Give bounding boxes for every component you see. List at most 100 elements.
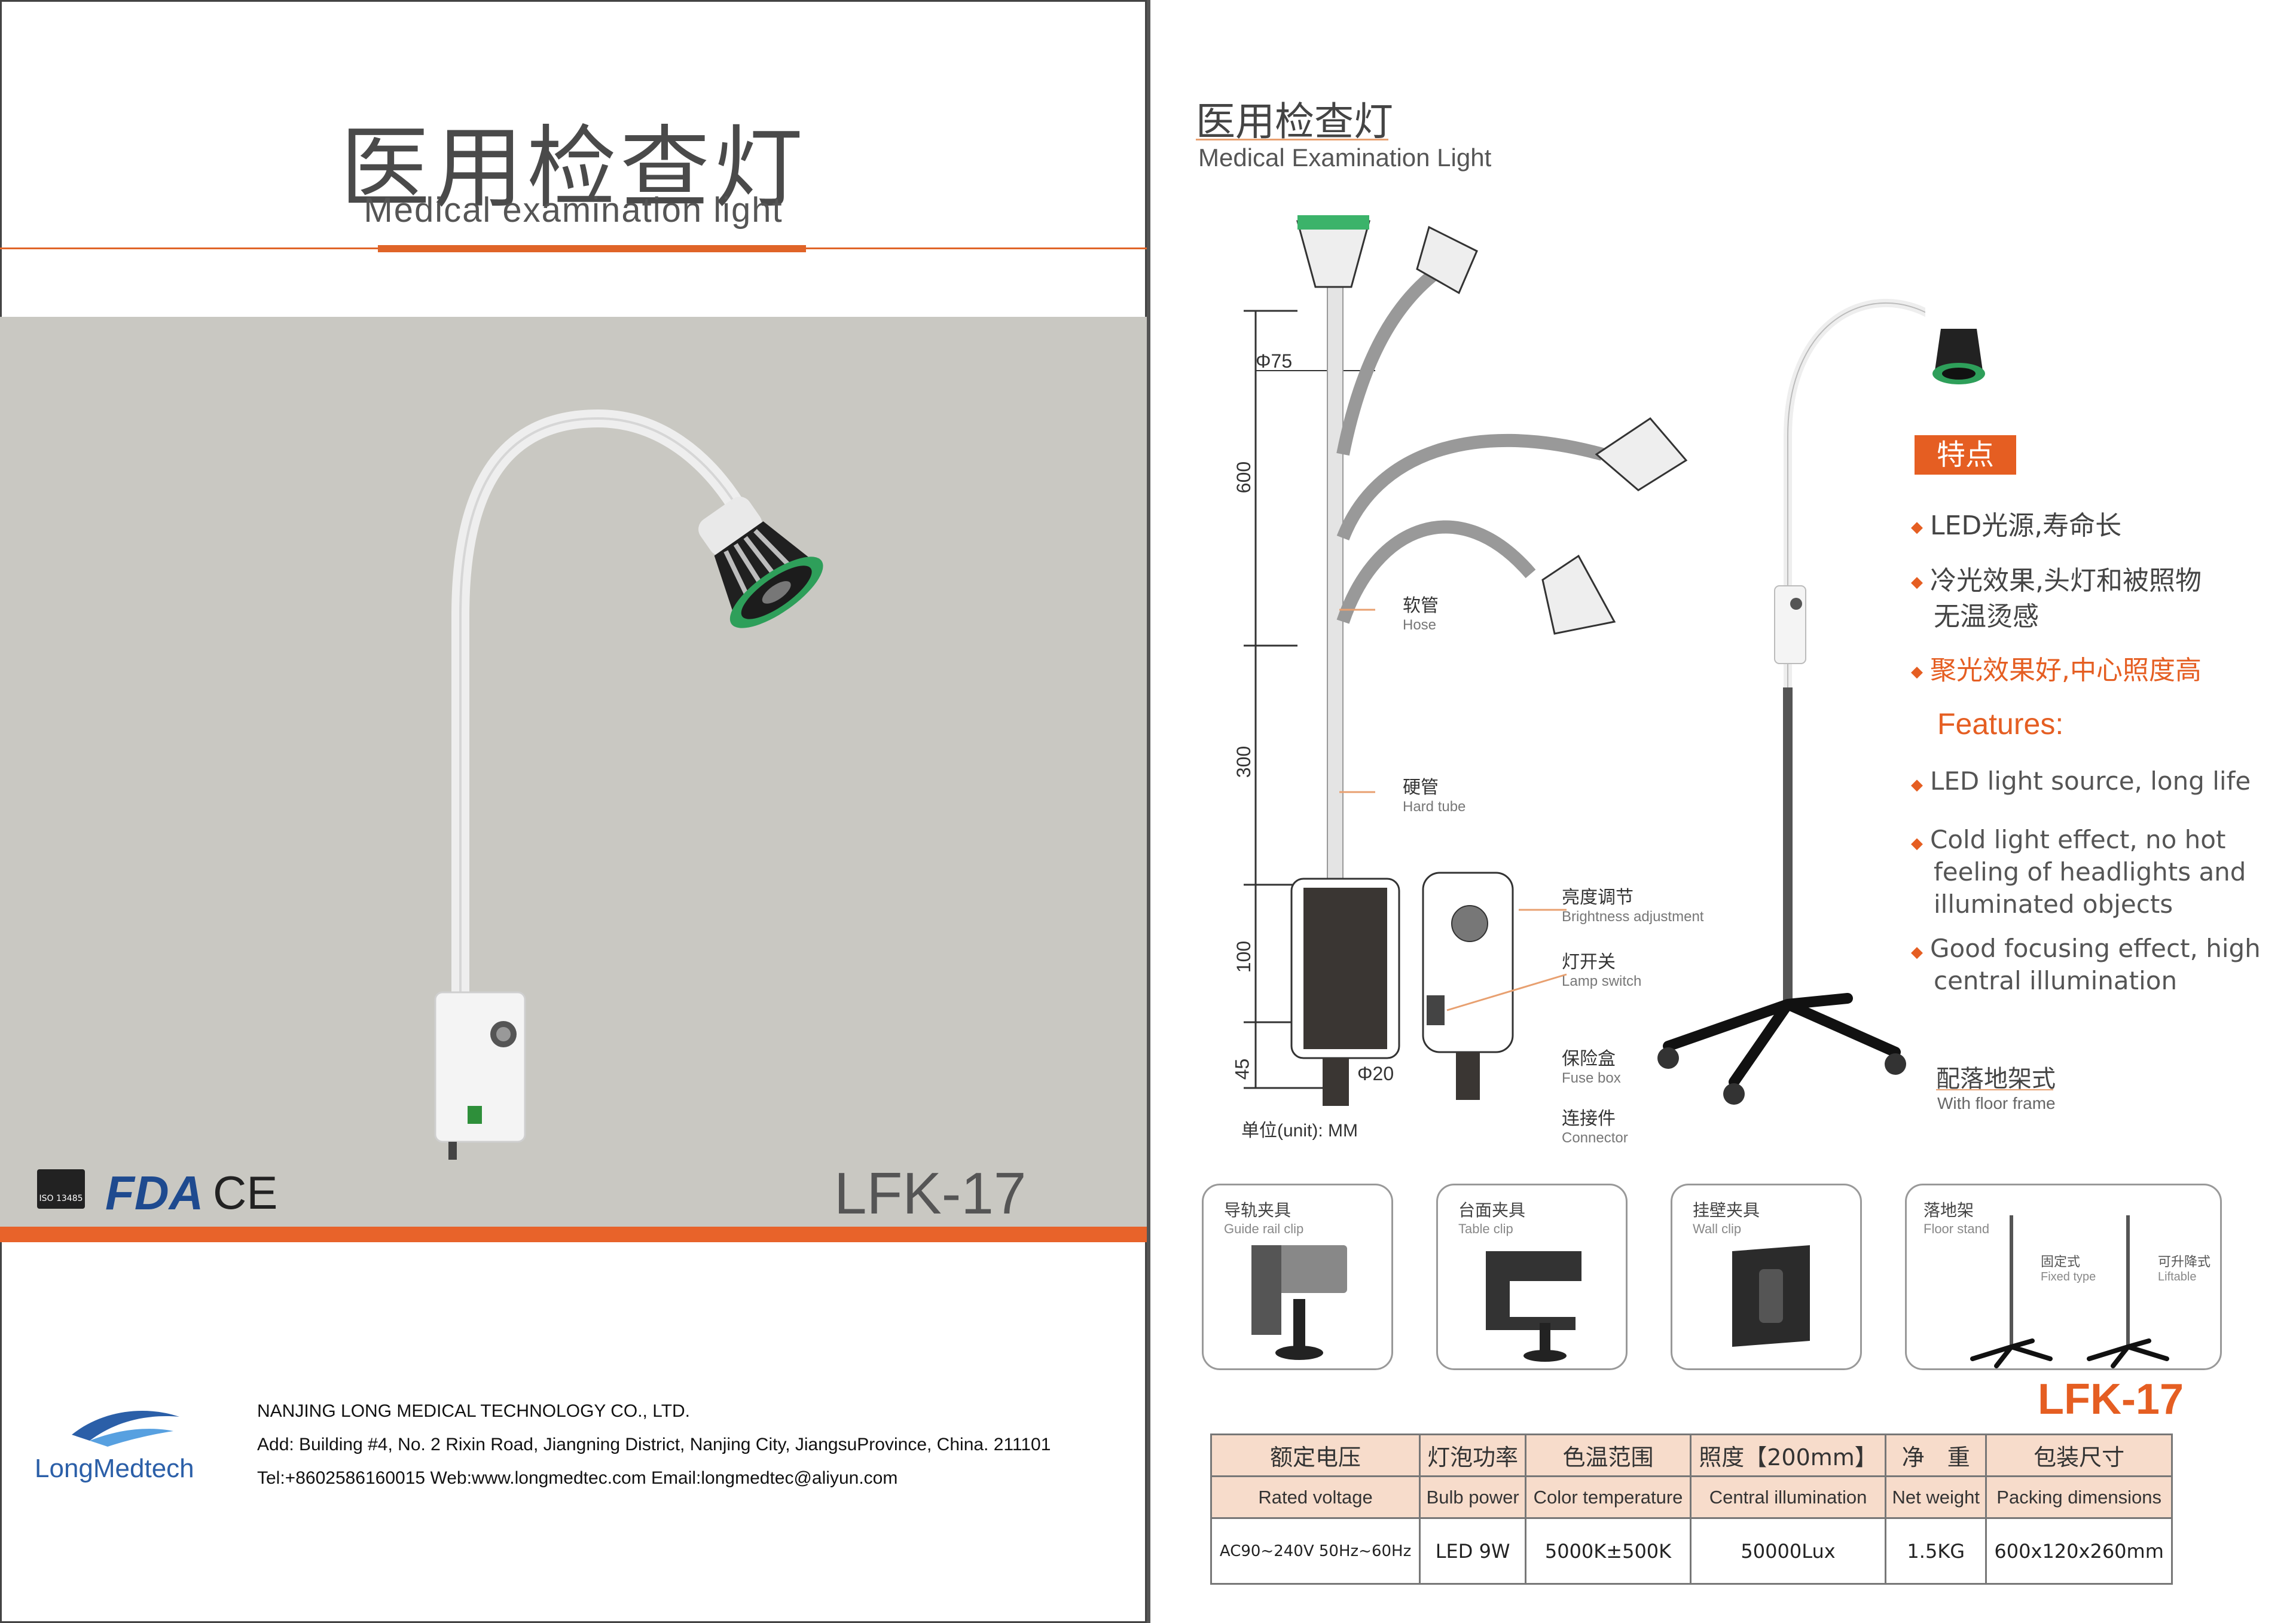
left-model-number: LFK-17 — [834, 1160, 1027, 1226]
label-lamp-switch: 灯开关 Lamp switch — [1562, 947, 1641, 990]
floor-frame-cn: 配落地架式 — [1936, 1065, 2056, 1093]
features-title-en: Features: — [1937, 707, 2064, 741]
table-header-en: Net weight — [1885, 1475, 1987, 1519]
label-hard-tube-en: Hard tube — [1403, 799, 1466, 815]
table-header-cn: 色温范围 — [1525, 1434, 1692, 1477]
feature-en-2: ◆Cold light effect, no hot — [1911, 824, 2225, 860]
feature-en-2b: feeling of headlights and — [1934, 857, 2246, 887]
wall-clip-icon — [1732, 1245, 1810, 1347]
feature-cn-3: ◆ 聚光效果好,中心照度高 — [1911, 654, 2202, 689]
accessory-label: 落地架 Floor stand — [1923, 1197, 1989, 1237]
examination-lamp-illustration — [434, 409, 823, 1160]
fixed-type-en: Fixed type — [2041, 1270, 2096, 1283]
feature-en-2-text: Cold light effect, no hot — [1930, 825, 2226, 854]
left-title-cn: 医用检查灯 — [340, 117, 807, 221]
liftable-cn: 可升降式 — [2158, 1254, 2211, 1269]
table-cell: AC90~240V 50Hz~60Hz — [1210, 1517, 1421, 1585]
iso-logo: ISO 13485 — [37, 1169, 85, 1209]
dim-phi20: Φ20 — [1357, 1063, 1394, 1084]
unit-label: 单位(unit): MM — [1241, 1121, 1358, 1141]
left-title-en: Medical examination light — [364, 191, 783, 230]
accessory-floor-stand-en: Floor stand — [1923, 1221, 1990, 1236]
dim-100: 100 — [1233, 940, 1255, 973]
label-brightness-en: Brightness adjustment — [1562, 909, 1704, 925]
label-fuse-box: 保险盒 Fuse box — [1562, 1044, 1621, 1087]
page-divider — [1147, 0, 1150, 1623]
accessory-table-clip: 台面夹具 Table clip — [1436, 1184, 1628, 1370]
label-hose-en: Hose — [1403, 617, 1437, 633]
right-title-en: Medical Examination Light — [1198, 143, 1492, 172]
label-brightness: 亮度调节 Brightness adjustment — [1562, 882, 1703, 925]
fda-logo: FDA — [105, 1166, 204, 1219]
table-header-en: Central illumination — [1689, 1475, 1887, 1519]
label-hose: 软管 Hose — [1403, 591, 1439, 634]
floor-stand-icon — [1970, 1215, 2169, 1368]
product-photo — [0, 317, 1147, 1227]
table-header-en: Color temperature — [1525, 1475, 1692, 1519]
label-connector-cn: 连接件 — [1562, 1108, 1616, 1129]
fixed-type-label: 固定式 Fixed type — [2041, 1251, 2096, 1284]
feature-cn-2b: 无温烫感 — [1934, 601, 2039, 632]
floor-frame-rule — [1936, 1089, 2053, 1090]
accessory-label: 导轨夹具 Guide rail clip — [1224, 1197, 1303, 1237]
feature-cn-1: ◆ LED光源,寿命长 — [1911, 509, 2121, 544]
accessory-table-clip-cn: 台面夹具 — [1458, 1200, 1526, 1220]
bullet-icon: ◆ — [1911, 573, 1923, 591]
table-header-en: Packing dimensions — [1985, 1475, 2173, 1519]
feature-cn-1-text: LED光源,寿命长 — [1930, 511, 2122, 541]
table-cell: LED 9W — [1419, 1517, 1527, 1585]
feature-en-2c: illuminated objects — [1934, 890, 2173, 919]
accessory-label: 挂壁夹具 Wall clip — [1693, 1197, 1760, 1237]
dim-phi75: Φ75 — [1256, 350, 1293, 372]
company-logo-text: LongMedtech — [35, 1454, 194, 1483]
accessory-wall-clip: 挂壁夹具 Wall clip — [1671, 1184, 1862, 1370]
label-lamp-switch-cn: 灯开关 — [1562, 952, 1616, 973]
feature-en-1: ◆LED light source, long life — [1911, 765, 2251, 801]
table-row: AC90~240V 50Hz~60Hz LED 9W 5000K±500K 50… — [1210, 1517, 2173, 1585]
accessory-label: 台面夹具 Table clip — [1458, 1197, 1525, 1237]
bullet-icon: ◆ — [1911, 663, 1923, 681]
label-lamp-switch-en: Lamp switch — [1562, 973, 1642, 989]
liftable-en: Liftable — [2158, 1270, 2197, 1283]
floor-stand-lamp-illustration — [1657, 298, 1925, 1105]
accessory-guide-rail-clip: 导轨夹具 Guide rail clip — [1202, 1184, 1393, 1370]
table-header-en: Bulb power — [1419, 1475, 1527, 1519]
floor-lamp-head-icon — [1932, 329, 1985, 384]
label-hard-tube: 硬管 Hard tube — [1403, 772, 1465, 815]
right-title-cn: 医用检查灯 — [1196, 99, 1393, 145]
fixed-type-cn: 固定式 — [2041, 1254, 2081, 1269]
feature-en-3: ◆ Good focusing effect, high — [1911, 933, 2261, 968]
longmedtech-logo-icon — [72, 1411, 179, 1447]
spec-table: 额定电压 灯泡功率 色温范围 照度【200mm】 净 重 包装尺寸 Rated … — [1210, 1434, 2173, 1585]
table-header-cn: 照度【200mm】 — [1689, 1434, 1887, 1477]
technical-drawing — [1244, 215, 1688, 1106]
dim-300: 300 — [1233, 745, 1255, 778]
label-brightness-cn: 亮度调节 — [1562, 887, 1634, 908]
table-header-cn: 额定电压 — [1210, 1434, 1421, 1477]
table-cell: 600x120x260mm — [1985, 1517, 2173, 1585]
feature-cn-3-text: 聚光效果好,中心照度高 — [1930, 655, 2202, 686]
label-fuse-box-en: Fuse box — [1562, 1070, 1621, 1086]
dim-600: 600 — [1233, 461, 1255, 494]
label-connector: 连接件 Connector — [1562, 1104, 1628, 1147]
accessory-floor-stand-cn: 落地架 — [1923, 1200, 1974, 1220]
accessory-guide-rail-cn: 导轨夹具 — [1224, 1200, 1292, 1220]
right-model-number: LFK-17 — [2038, 1376, 2184, 1423]
orange-band — [0, 1227, 1147, 1242]
table-cell: 50000Lux — [1689, 1517, 1887, 1585]
table-header-en: Rated voltage — [1210, 1475, 1421, 1519]
floor-frame-en: With floor frame — [1937, 1094, 2056, 1112]
label-hard-tube-cn: 硬管 — [1403, 777, 1439, 798]
table-header-cn: 净 重 — [1885, 1434, 1987, 1477]
title-rule-accent — [378, 245, 806, 252]
bullet-icon: ◆ — [1911, 518, 1923, 536]
feature-en-3-text: Good focusing effect, high — [1930, 934, 2261, 963]
dim-45: 45 — [1231, 1058, 1253, 1080]
company-address: Add: Building #4, No. 2 Rixin Road, Jian… — [257, 1435, 1051, 1454]
table-cell: 5000K±500K — [1525, 1517, 1692, 1585]
table-header-cn: 灯泡功率 — [1419, 1434, 1527, 1477]
accessory-wall-clip-cn: 挂壁夹具 — [1693, 1200, 1760, 1220]
bullet-icon: ◆ — [1911, 943, 1923, 961]
liftable-label: 可升降式 Liftable — [2158, 1251, 2210, 1284]
feature-en-1-text: LED light source, long life — [1930, 766, 2251, 796]
